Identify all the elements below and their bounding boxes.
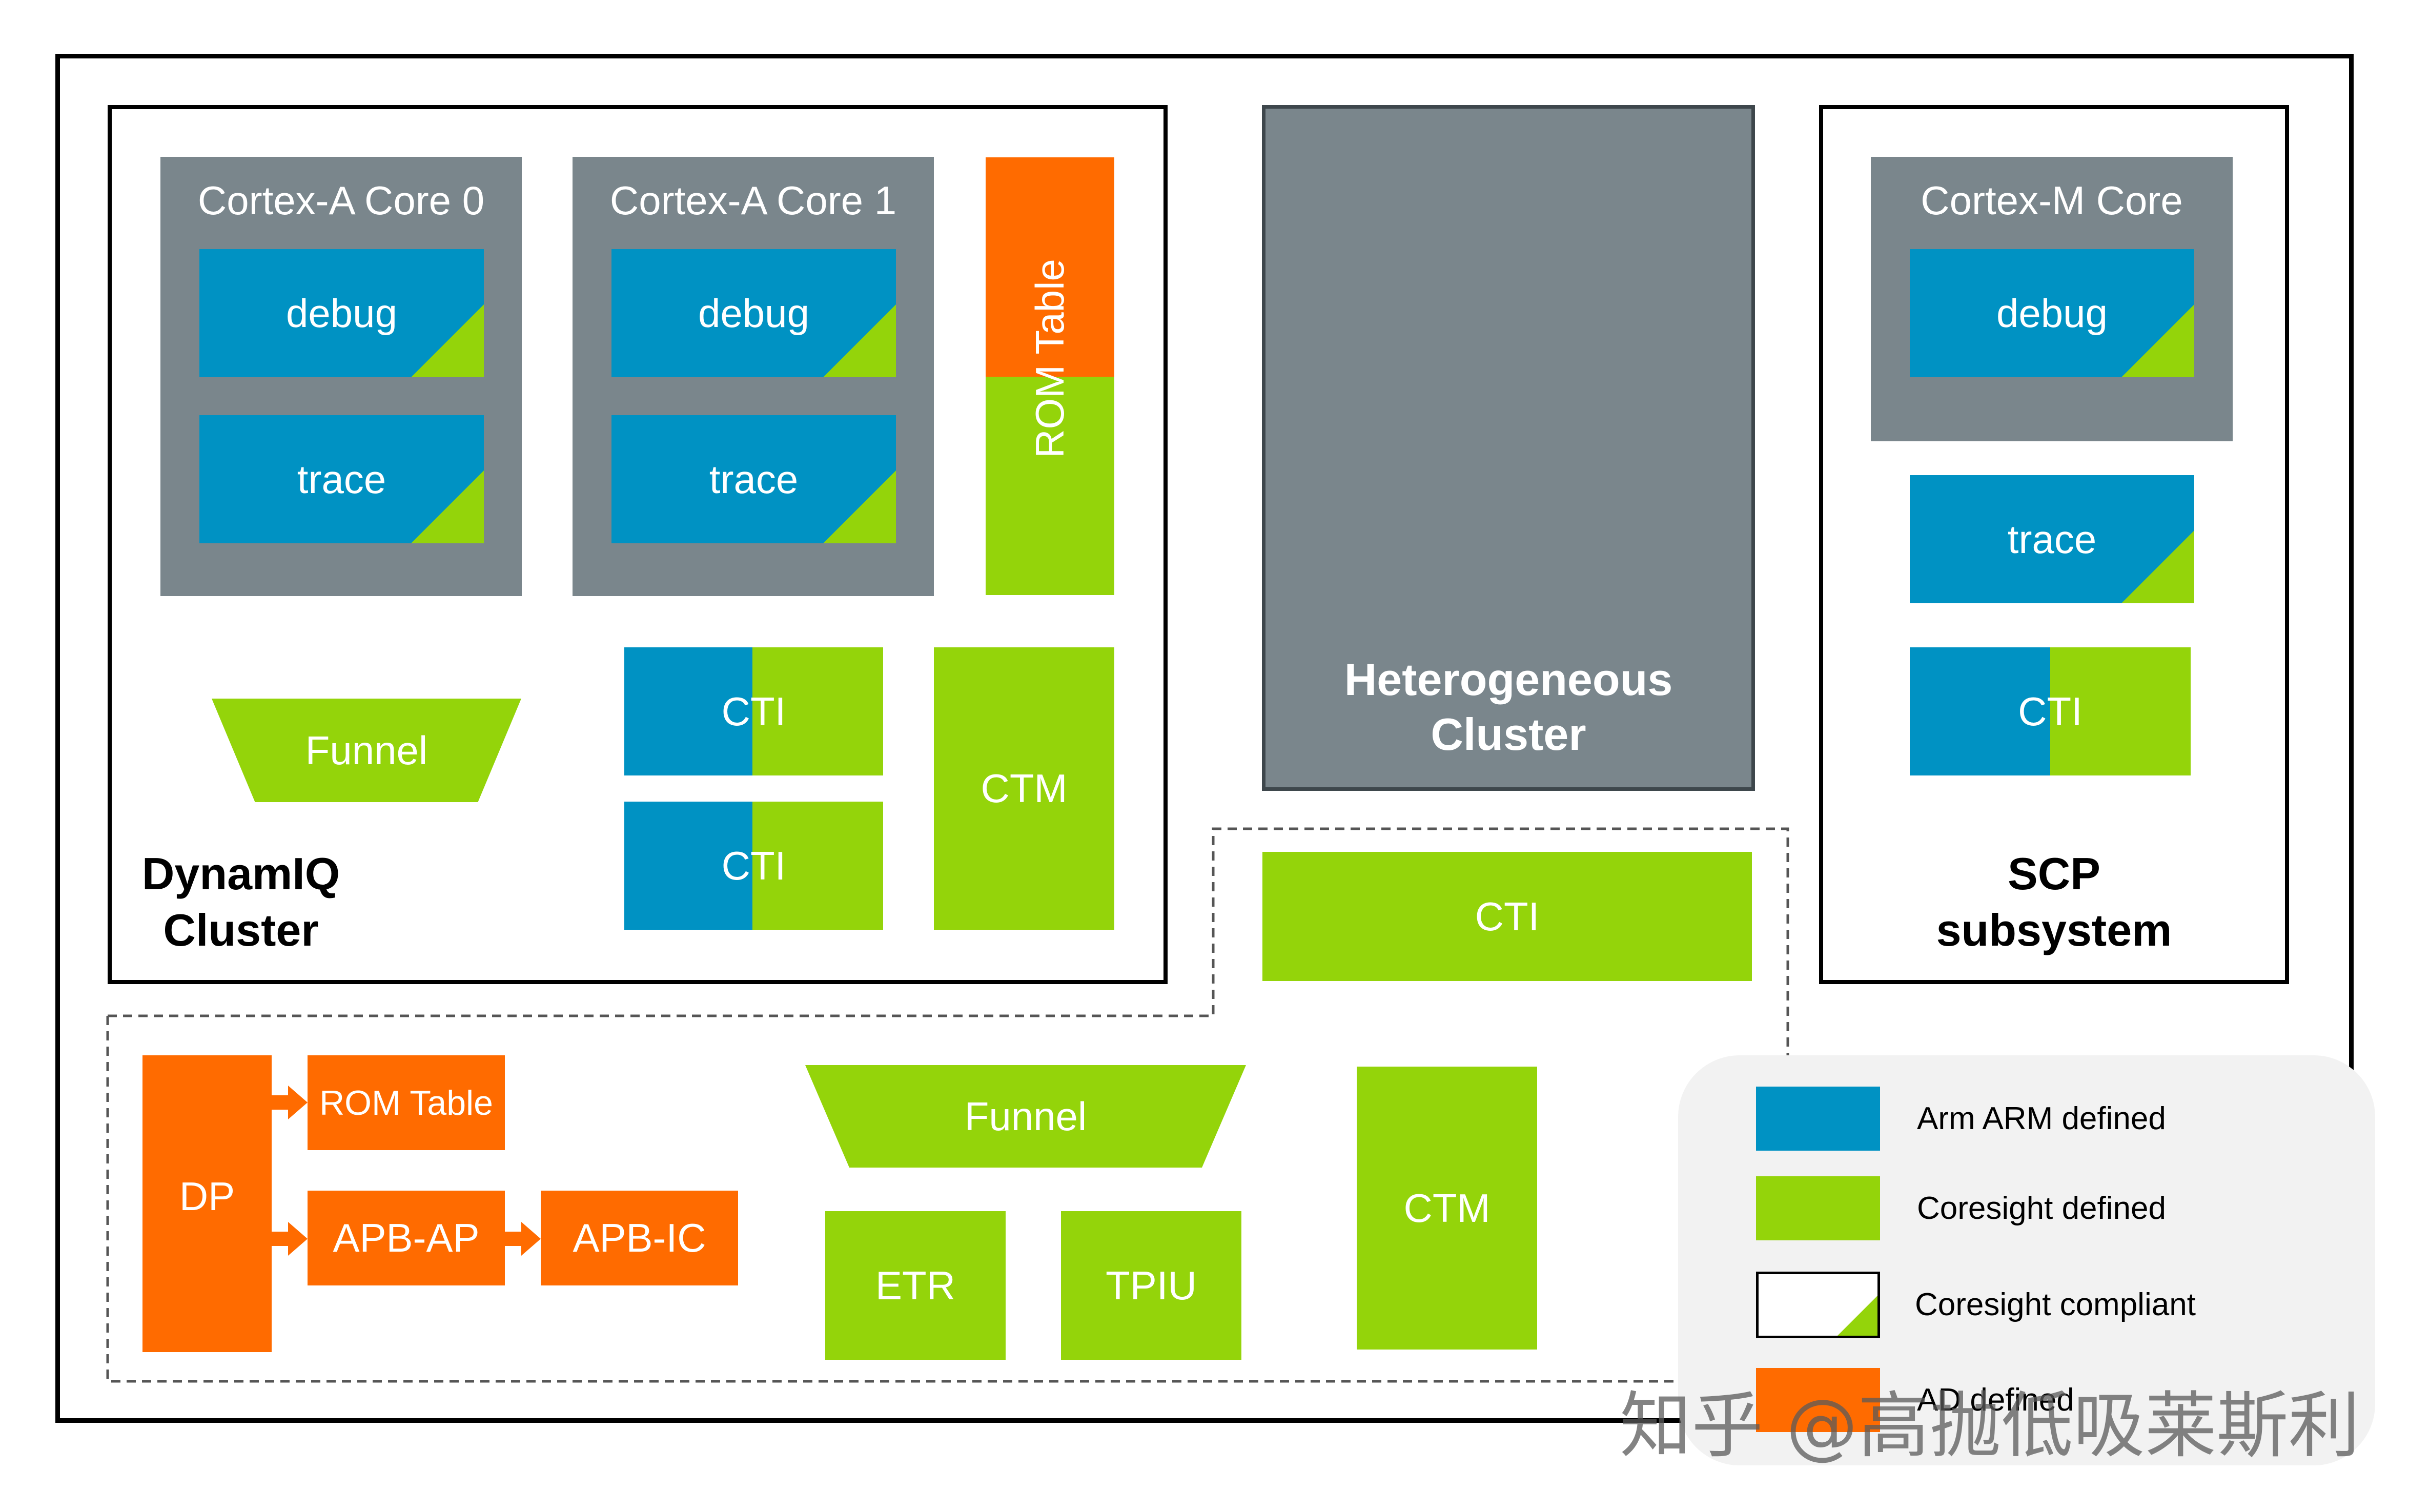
scp-title: SCP subsystem (1825, 846, 2283, 964)
legend-panel: Arm ARM defined Coresight defined Coresi… (1678, 1055, 2375, 1465)
legend-label-coresight-defined: Coresight defined (1917, 1191, 2166, 1226)
dynamiq-ctm: CTM (934, 647, 1114, 930)
scp-trace-label: trace (2007, 516, 2097, 562)
rom-table-orange-part (986, 157, 1114, 377)
coresight-corner-mark (1838, 1296, 1877, 1336)
legend-swatch-arm (1756, 1087, 1880, 1151)
core-0-debug-label: debug (286, 290, 397, 336)
apb-ap-label: APB-AP (333, 1215, 480, 1260)
dp-block: DP (142, 1055, 272, 1352)
watermark: 知乎 @高抛低吸莱斯利 (1620, 1384, 2360, 1468)
core-1-trace: trace (611, 415, 896, 543)
tpiu-label: TPIU (1106, 1262, 1197, 1308)
core-1-title: Cortex-A Core 1 (609, 177, 897, 223)
etr-label: ETR (875, 1262, 955, 1308)
rom-table-green-part (986, 377, 1114, 595)
legend-label-coresight-compliant: Coresight compliant (1915, 1287, 2196, 1322)
system-ctm: CTM (1357, 1067, 1537, 1350)
heterogeneous-title: Heterogeneous Cluster (1265, 652, 1751, 765)
dynamiq-funnel-shape (212, 699, 521, 802)
scp-cti-label: CTI (2018, 688, 2083, 734)
dynamiq-cluster-box (108, 105, 1168, 984)
dynamiq-funnel: Funnel (212, 699, 521, 802)
scp-title-line1: SCP (2008, 848, 2100, 899)
core-0-trace: trace (199, 415, 484, 543)
cortex-m-title: Cortex-M Core (1921, 177, 2183, 223)
cortex-a-core-1: Cortex-A Core 1 debug trace (573, 157, 934, 596)
legend-swatch-coresight-compliant (1756, 1272, 1880, 1338)
cortex-a-core-0: Cortex-A Core 0 debug trace (160, 157, 522, 596)
dynamiq-cti-1: CTI (624, 647, 883, 775)
core-1-debug: debug (611, 249, 896, 377)
dynamiq-cti-2: CTI (624, 802, 883, 930)
cti-green-half (752, 647, 883, 775)
core-0-trace-label: trace (297, 456, 386, 502)
dp-label: DP (179, 1174, 235, 1219)
ad-rom-table-label: ROM Table (319, 1083, 493, 1122)
legend-label-arm: Arm ARM defined (1917, 1101, 2166, 1136)
dynamiq-cti-1-label: CTI (721, 688, 786, 734)
arrow-dp-to-rom-table (272, 1086, 308, 1119)
dynamiq-funnel-label-wrap: Funnel (212, 699, 521, 802)
system-funnel-shape (805, 1065, 1246, 1168)
heterogeneous-title-line2: Cluster (1431, 709, 1586, 760)
apb-ap-block: APB-AP (308, 1191, 505, 1285)
dynamiq-title-line1: DynamIQ (141, 848, 340, 899)
core-0-debug: debug (199, 249, 484, 377)
scp-cti: CTI (1910, 647, 2191, 775)
heterogeneous-title-line1: Heterogeneous (1344, 654, 1673, 705)
arrow-dp-to-apb-ap (272, 1222, 308, 1256)
cti-blue-half (624, 647, 752, 775)
arrow-apb-ap-to-apb-ic (505, 1222, 541, 1256)
ad-rom-table: ROM Table (308, 1055, 505, 1150)
system-funnel-label-wrap: Funnel (805, 1065, 1246, 1168)
dynamiq-title: DynamIQ Cluster (118, 846, 364, 964)
cti-label-wrap: CTI (624, 802, 883, 930)
cortex-m-debug: debug (1910, 249, 2194, 377)
cortex-m-debug-label: debug (1996, 290, 2108, 336)
cti-label-wrap: CTI (624, 647, 883, 775)
cti-blue-half (624, 802, 752, 930)
dynamiq-rom-table: ROM Table (986, 157, 1114, 595)
system-funnel: Funnel (805, 1065, 1246, 1168)
cti-green-half (2050, 647, 2191, 775)
scp-subsystem-box (1819, 105, 2289, 984)
heterogeneous-cti: CTI (1262, 852, 1752, 981)
scp-title-line2: subsystem (1936, 905, 2172, 955)
cti-green-half (752, 802, 883, 930)
scp-trace: trace (1910, 475, 2194, 603)
etr-block: ETR (825, 1211, 1006, 1360)
heterogeneous-cti-label: CTI (1475, 893, 1540, 939)
cti-blue-half (1910, 647, 2050, 775)
legend-swatch-coresight-defined (1756, 1176, 1880, 1240)
heterogeneous-cluster: Heterogeneous Cluster (1262, 105, 1755, 791)
dynamiq-cti-2-label: CTI (721, 843, 786, 888)
cortex-m-core: Cortex-M Core debug (1871, 157, 2233, 441)
core-1-trace-label: trace (709, 456, 799, 502)
apb-ic-label: APB-IC (573, 1215, 706, 1260)
core-0-title: Cortex-A Core 0 (197, 177, 485, 223)
cti-label-wrap: CTI (1910, 647, 2191, 775)
dynamiq-funnel-label: Funnel (305, 727, 428, 773)
system-ctm-label: CTM (1403, 1185, 1491, 1231)
dynamiq-ctm-label: CTM (981, 766, 1068, 811)
apb-ic-block: APB-IC (541, 1191, 738, 1285)
system-funnel-label: Funnel (964, 1093, 1087, 1139)
tpiu-block: TPIU (1061, 1211, 1241, 1360)
soc-boundary (55, 54, 2354, 1423)
dynamiq-title-line2: Cluster (163, 905, 319, 955)
core-1-debug-label: debug (698, 290, 809, 336)
legend-label-ad-defined: AD defined (1917, 1382, 2074, 1418)
legend-swatch-ad-defined (1756, 1368, 1880, 1432)
